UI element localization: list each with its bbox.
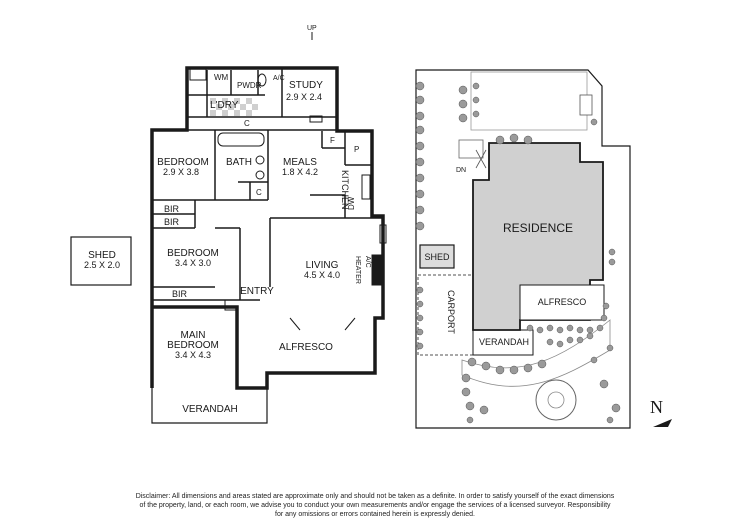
site-alfresco-label: ALFRESCO xyxy=(538,297,587,307)
disclaimer-line3: for any omissions or errors contained he… xyxy=(275,511,475,518)
north-arrow-icon xyxy=(653,419,672,427)
bir1-label: BIR xyxy=(164,204,180,214)
bir3-label: BIR xyxy=(172,289,188,299)
site-shed-label: SHED xyxy=(424,252,450,262)
lawn-area xyxy=(470,71,588,131)
site-shed xyxy=(419,244,455,269)
f-label: F xyxy=(330,136,335,145)
ldry-label: L'DRY xyxy=(210,100,239,111)
site-plan xyxy=(415,69,631,429)
entry-label: ENTRY xyxy=(240,286,274,297)
study-label: STUDY xyxy=(289,80,323,91)
verandah-outline xyxy=(151,388,268,424)
north-label: N xyxy=(650,397,663,417)
dw-label: DW xyxy=(347,196,356,210)
up-label: UP xyxy=(307,25,317,32)
shed-label: SHED xyxy=(88,250,116,261)
internal-walls xyxy=(152,68,383,301)
site-verandah xyxy=(472,329,534,356)
carport-label: CARPORT xyxy=(446,290,456,334)
living-label: LIVING xyxy=(306,260,339,271)
bedroom1-label: BEDROOM xyxy=(157,157,209,168)
c2-label: C xyxy=(256,188,262,197)
garden-circle xyxy=(535,379,577,421)
meals-dims: 1.8 X 4.2 xyxy=(282,167,318,177)
shed-dims: 2.5 X 2.0 xyxy=(84,260,120,270)
bedroom1-dims: 2.9 X 3.8 xyxy=(163,167,199,177)
bedroom2-dims: 3.4 X 3.0 xyxy=(175,258,211,268)
disclaimer-line1: Disclaimer: All dimensions and areas sta… xyxy=(135,493,615,500)
pergola xyxy=(579,94,593,116)
meals-label: MEALS xyxy=(283,157,317,168)
alfresco-label: ALFRESCO xyxy=(279,342,333,353)
disclaimer: Disclaimer: All dimensions and areas sta… xyxy=(40,492,710,519)
study-dims: 2.9 X 2.4 xyxy=(286,92,322,102)
residence-label: RESIDENCE xyxy=(503,221,573,235)
c1-label: C xyxy=(244,119,250,128)
main-bedroom-line1: MAIN xyxy=(181,330,206,341)
main-bedroom-dims: 3.4 X 4.3 xyxy=(175,350,211,360)
shed-floor xyxy=(70,236,132,286)
wm-label: WM xyxy=(214,73,229,82)
ac-living-label: A/C xyxy=(364,256,371,268)
ac-small-label: A/C xyxy=(273,75,285,82)
floor-plan xyxy=(150,32,387,424)
site-boundary xyxy=(415,69,631,429)
dn-label: DN xyxy=(456,167,466,174)
bedroom2-label: BEDROOM xyxy=(167,248,219,259)
heater-box xyxy=(371,254,385,286)
main-bedroom-line2: BEDROOM xyxy=(167,340,219,351)
kitchen-label: KITCHEN xyxy=(340,170,350,210)
carport-area xyxy=(417,274,474,356)
verandah-label: VERANDAH xyxy=(182,404,238,415)
heater-label: HEATER xyxy=(354,256,361,284)
pwdr-label: PWDR xyxy=(237,81,262,90)
laundry-tiles xyxy=(210,98,258,116)
p-label: P xyxy=(354,145,359,154)
disclaimer-line2: of the property, land, or each room, we … xyxy=(139,502,611,509)
bir2-label: BIR xyxy=(164,217,180,227)
living-dims: 4.5 X 4.0 xyxy=(304,270,340,280)
north-arrow: N xyxy=(650,397,672,427)
bath-label: BATH xyxy=(226,157,252,168)
site-verandah-label: VERANDAH xyxy=(479,337,529,347)
exterior-walls xyxy=(150,66,385,390)
bathtub xyxy=(217,132,265,147)
